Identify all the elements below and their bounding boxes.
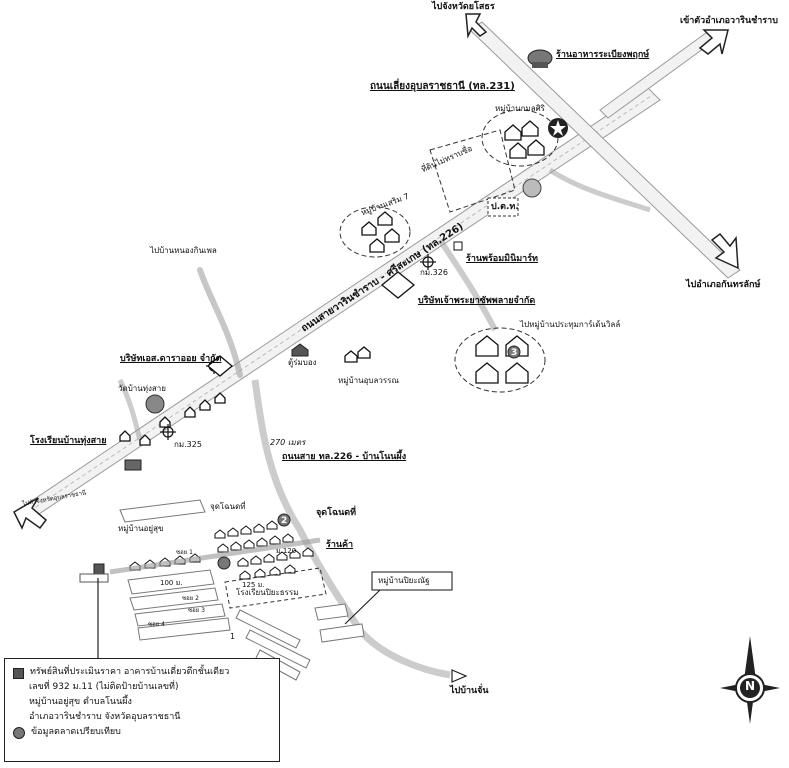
label-pea: ป.ต.ท. [491,202,519,212]
label-restaurant: ร้านอาหารระเบียงพฤกษ์ [556,50,650,60]
village-pradit-area [454,327,546,393]
label-soi: จุดโฉนดที่ [210,502,246,511]
legend-line4: อำเภอวารินชำราบ จังหวัดอุบลราชธานี [29,712,181,722]
label-village-pranee: หมู่บ้านปิยะณัฐ [378,576,430,585]
legend-line2: เลขที่ 932 ม.11 (ไม่ติดป้ายบ้านเลขที่) [29,682,179,692]
comparable-2 [277,513,291,527]
arrow-left [13,497,48,530]
arrow-bottom [451,669,468,683]
road-to-town-right [599,29,719,119]
label-village-ubon: หมู่บ้านอุบลวรรณ [338,376,399,385]
subject-square-icon [13,668,24,679]
village-7-area [339,206,411,258]
label-km325: กม.325 [174,440,202,449]
soi-road [109,537,321,575]
legend-line5: ข้อมูลตลาดเปรียบเทียบ [31,727,121,737]
road-right-spur [437,238,498,332]
label-point: จุดโฉนดที่ [316,508,357,518]
callout-pointer [344,589,381,625]
label-company-left: บริษัทเอส.ดาราออย จำกัด [120,354,222,364]
label-wat-sai: วัดบ้านทุ่งสาย [118,384,166,393]
label-village-yusuk: หมู่บ้านอยู่สุข [118,524,164,533]
label-to-warin-town: เข้าตัวอำเภอวารินชำราบ [680,16,778,26]
road-to-nongkinphet [197,267,243,378]
label-to-kanthararak: ไปอำเภอกันทรลักษ์ [686,280,761,290]
road-left-spur [117,378,143,441]
star-shape [550,120,566,136]
legend-line1: ทรัพย์สินที่ประเมินราคา อาคารบ้านเดี่ยวต… [30,667,230,677]
comparable-circle-icon [13,727,25,739]
vacant-land [429,129,516,213]
temple-icon [145,394,165,414]
label-soi-2: ซอย 2 [182,595,199,602]
school-icon [124,459,142,471]
label-soi-1: ซอย 1 [176,549,193,556]
company-roof-icon [380,271,416,299]
label-num-3: 3 [511,348,518,358]
shell-station-icon [522,178,542,198]
label-to-ban-chan: ไปบ้านจั่น [450,686,489,696]
label-num-2: 2 [281,516,288,526]
label-m100: 100 ม. [160,579,183,587]
label-distance: 270 เมตร [270,438,306,447]
label-to-nongkinphet: ไปบ้านหนองกินเพล [150,246,217,255]
pea-box [487,197,519,217]
legend-box: ทรัพย์สินที่ประเมินราคา อาคารบ้านเดี่ยวต… [4,658,280,762]
road-pea-spur [548,167,651,213]
label-school-bottom: โรงเรียนปิยะธรรม [236,588,299,597]
label-km326: กม.326 [420,268,448,277]
label-soi-3: ซอย 3 [188,607,205,614]
label-market: ตู้ร่มบอง [288,358,317,367]
label-side-road: ถนนสาย ทล.226 - บ้านโนนผึ้ง [282,452,407,462]
house-icons [119,120,545,446]
side-road-nonphueng [251,379,451,679]
comparable-1 [217,556,231,570]
arrow-top [465,13,488,39]
market-icon [291,343,309,357]
label-village-kamsri: หมู่บ้านกมลศิริ [495,104,545,113]
subject-property-marker [93,563,105,575]
arrow-bottom-right [710,232,739,270]
compass-rose [720,636,780,724]
label-village-pradit: ไปหมู่บ้านประทุมการ์เด้นวิลล์ [520,320,621,329]
label-m125: 125 ม. [242,581,265,589]
village-pranee-callout [371,571,453,591]
label-shop-right: ร้านค้า [326,540,354,550]
label-company-dealer: บริษัทเจ้าพระยาซัพพลายจำกัด [418,296,536,306]
legend-subject-row: ทรัพย์สินที่ประเมินราคา อาคารบ้านเดี่ยวต… [13,665,271,680]
label-to-yasothon: ไปจังหวัดยโสธร [432,2,495,12]
shop-icon [453,241,463,251]
compass-n-label: N [745,679,756,693]
legend-comparable-row: ข้อมูลตลาดเปรียบเทียบ [13,725,271,740]
arrow-top-right [698,29,729,55]
label-bypass-road: ถนนเลี่ยงอุบลราชธานี (ทล.231) [370,81,515,92]
comparable-3 [507,345,521,359]
school-bottom-area [224,567,327,609]
company-left-icon [206,355,234,377]
label-school: โรงเรียนบ้านทุ่งสาย [30,436,107,446]
label-shop-minimart: ร้านพร้อมมินิมาร์ท [466,254,538,264]
legend-line3: หมู่บ้านอยู่สุข ตำบลโนนผึ้ง [29,697,132,707]
subject-building [79,573,109,583]
label-m120: ม.120 [276,547,297,555]
label-num-1: 1 [230,632,236,641]
restaurant-icon [527,49,553,68]
label-soi-4: ซอย 4 [148,621,165,628]
